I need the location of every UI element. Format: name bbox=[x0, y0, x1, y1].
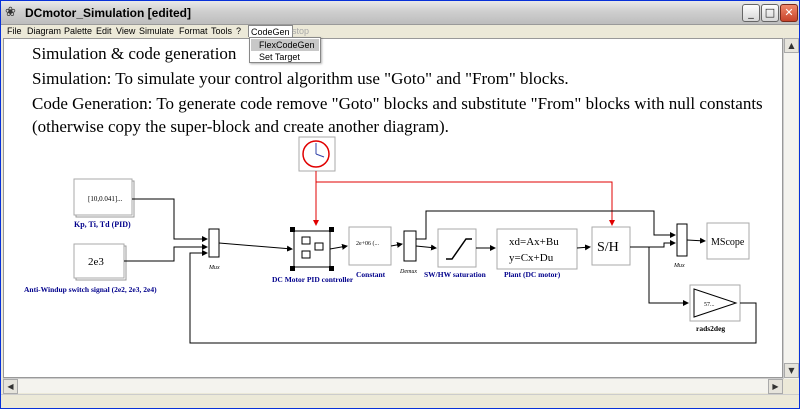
pid-controller-block[interactable] bbox=[290, 227, 334, 271]
scilab-icon: ❀ bbox=[5, 5, 16, 20]
diagram-canvas[interactable]: Simulation & code generation Simulation:… bbox=[3, 38, 783, 378]
pid-params-text: [10,0.041]... bbox=[88, 195, 123, 203]
desc-line-3: Code Generation: To generate code remove… bbox=[32, 94, 763, 113]
mscope-block[interactable]: MScope bbox=[706, 222, 750, 260]
sample-hold-text: S/H bbox=[597, 240, 619, 255]
mux2-block[interactable] bbox=[676, 223, 688, 257]
scroll-left-icon[interactable]: ◀ bbox=[3, 379, 18, 394]
scroll-right-icon[interactable]: ▶ bbox=[768, 379, 783, 394]
title-bar[interactable]: ❀ DCmotor_Simulation [edited] _ □ ✕ bbox=[1, 1, 799, 25]
constant-text: 2e+06 (... bbox=[356, 240, 380, 247]
demux-block[interactable] bbox=[403, 230, 417, 262]
minimize-button[interactable]: _ bbox=[742, 4, 760, 22]
menu-tools[interactable]: Tools bbox=[211, 26, 233, 36]
plant-block[interactable]: xd=Ax+Bu y=Cx+Du bbox=[496, 228, 578, 270]
scroll-up-icon[interactable]: ▲ bbox=[784, 38, 799, 53]
antiwindup-text: 2e3 bbox=[88, 256, 104, 268]
antiwindup-label: Anti-Windup switch signal (2e2, 2e3, 2e4… bbox=[24, 285, 157, 294]
saturation-label: SW/HW saturation bbox=[424, 270, 487, 279]
menu--[interactable]: ? bbox=[236, 26, 242, 36]
antiwindup-block[interactable]: 2e3 bbox=[73, 243, 127, 281]
mux1-block[interactable] bbox=[208, 228, 220, 258]
menu-simulate[interactable]: Simulate bbox=[139, 26, 175, 36]
horizontal-scrollbar[interactable]: ◀ ▶ bbox=[3, 378, 783, 394]
desc-line-1: Simulation & code generation bbox=[32, 44, 237, 63]
window-title: DCmotor_Simulation [edited] bbox=[25, 6, 192, 20]
menu-codegen[interactable]: CodeGen bbox=[248, 25, 293, 37]
maximize-button[interactable]: □ bbox=[761, 4, 779, 22]
mscope-text: MScope bbox=[711, 237, 745, 248]
constant-label: Constant bbox=[356, 270, 386, 279]
gain-block[interactable]: 57... bbox=[689, 284, 741, 322]
pid-params-label: Kp, Ti, Td (PID) bbox=[74, 220, 131, 229]
desc-line-2: Simulation: To simulate your control alg… bbox=[32, 69, 569, 88]
desc-line-4: (otherwise copy the super-block and crea… bbox=[32, 117, 449, 136]
menu-view[interactable]: View bbox=[116, 26, 136, 36]
sample-hold-block[interactable]: S/H bbox=[591, 226, 631, 266]
pid-params-block[interactable]: [10,0.041]... bbox=[73, 178, 135, 218]
menu-palette[interactable]: Palette bbox=[64, 26, 93, 36]
plant-label: Plant (DC motor) bbox=[504, 270, 561, 279]
mux1-label: Mux bbox=[208, 265, 220, 271]
data-links bbox=[124, 198, 757, 344]
scroll-down-icon[interactable]: ▼ bbox=[784, 363, 799, 378]
close-button[interactable]: ✕ bbox=[780, 4, 798, 22]
saturation-block[interactable] bbox=[437, 228, 477, 268]
menu-flexcodegen[interactable]: FlexCodeGen bbox=[251, 39, 319, 51]
pid-controller-label: DC Motor PID controller bbox=[272, 275, 354, 284]
mux2-label: Mux bbox=[673, 263, 685, 269]
menu-format[interactable]: Format bbox=[179, 26, 208, 36]
menu-file[interactable]: File bbox=[7, 26, 22, 36]
block-diagram: [10,0.041]... Kp, Ti, Td (PID) 2e3 Anti-… bbox=[24, 136, 757, 344]
gain-text: 57... bbox=[704, 302, 715, 308]
clock-block[interactable] bbox=[298, 136, 336, 172]
plant-text-1: xd=Ax+Bu bbox=[509, 236, 559, 248]
status-bar bbox=[1, 394, 799, 408]
menu-edit[interactable]: Edit bbox=[96, 26, 112, 36]
codegen-dropdown: FlexCodeGen Set Target bbox=[249, 37, 321, 63]
activation-links bbox=[313, 171, 615, 226]
plant-text-2: y=Cx+Du bbox=[509, 252, 554, 264]
constant-block[interactable]: 2e+06 (... bbox=[348, 226, 392, 266]
vertical-scrollbar[interactable]: ▲ ▼ bbox=[783, 38, 799, 379]
menu-stop[interactable]: stop bbox=[292, 26, 310, 36]
menu-diagram[interactable]: Diagram bbox=[27, 26, 62, 36]
demux-label: Demux bbox=[399, 269, 417, 275]
gain-label: rads2deg bbox=[696, 324, 725, 333]
menu-set-target[interactable]: Set Target bbox=[259, 52, 300, 62]
